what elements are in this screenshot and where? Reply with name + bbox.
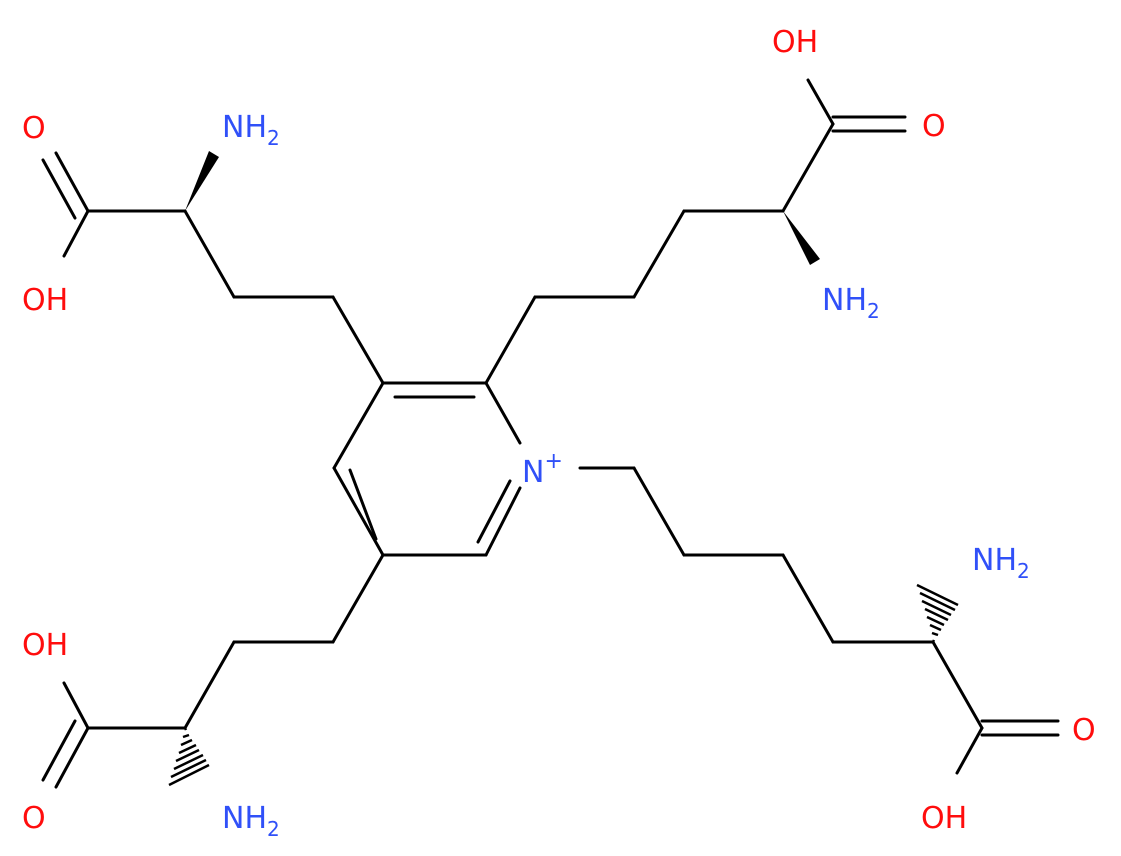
carbonyl-oxygen-label: O — [922, 109, 946, 144]
bonds — [41, 78, 1060, 789]
amino-group-label: NH2 — [822, 283, 880, 323]
hash-bond-n-chain — [916, 583, 959, 643]
bond-ring-n-c6 — [484, 486, 522, 557]
bond-ul-cooh-o-double — [41, 158, 77, 220]
bond-ring-c4-c3 — [332, 381, 385, 470]
bond-ur-1 — [484, 295, 537, 385]
bond-ll-cooh-oh — [62, 681, 90, 730]
amino-group-label: NH2 — [222, 801, 280, 841]
hydroxyl-label: OH — [22, 628, 68, 663]
bond-n-2 — [632, 466, 686, 557]
bond-ring-c5-c4-double — [348, 468, 378, 541]
bond-ul-3 — [183, 209, 236, 299]
hash-bond-ll — [168, 727, 210, 787]
carbonyl-oxygen-label: O — [22, 111, 46, 146]
carbonyl-oxygen-label: O — [22, 801, 46, 836]
bond-ll-3 — [183, 640, 236, 730]
hydroxyl-label: OH — [22, 283, 68, 318]
hydroxyl-label: OH — [921, 801, 967, 836]
bond-n-4 — [781, 553, 835, 644]
bond-ll-1 — [331, 553, 385, 644]
amino-group-label: NH2 — [972, 543, 1030, 583]
wedge-bond-ur — [783, 211, 820, 265]
bond-ur-3 — [632, 209, 686, 299]
bond-ll-cooh-o-double — [41, 719, 77, 782]
bond-ll-cooh-o — [54, 726, 90, 789]
atom-labels: OH O O NH2 OH NH2 N+ NH2 OH O NH2 O OH — [22, 25, 1096, 841]
bond-n-6 — [931, 640, 984, 730]
bond-n-cooh-oh — [955, 726, 984, 775]
bond-ring-n-c6-double — [476, 479, 512, 544]
bond-ul-cooh-o — [54, 151, 90, 213]
bond-ul-cooh-oh — [62, 209, 90, 258]
bond-ur-cooh-oh — [806, 78, 835, 126]
bond-ring-c5-c4 — [332, 466, 385, 557]
amino-group-label: NH2 — [222, 110, 280, 150]
carbonyl-oxygen-label: O — [1072, 713, 1096, 748]
bond-ul-1 — [331, 295, 385, 385]
wedge-bond-ul — [185, 151, 219, 211]
stereo-bonds — [168, 151, 959, 787]
bond-ring-c2-n — [484, 381, 522, 445]
hydroxyl-label: OH — [772, 25, 818, 60]
bond-ur-5 — [781, 122, 835, 213]
pyridinium-nitrogen-label: N+ — [522, 449, 563, 490]
